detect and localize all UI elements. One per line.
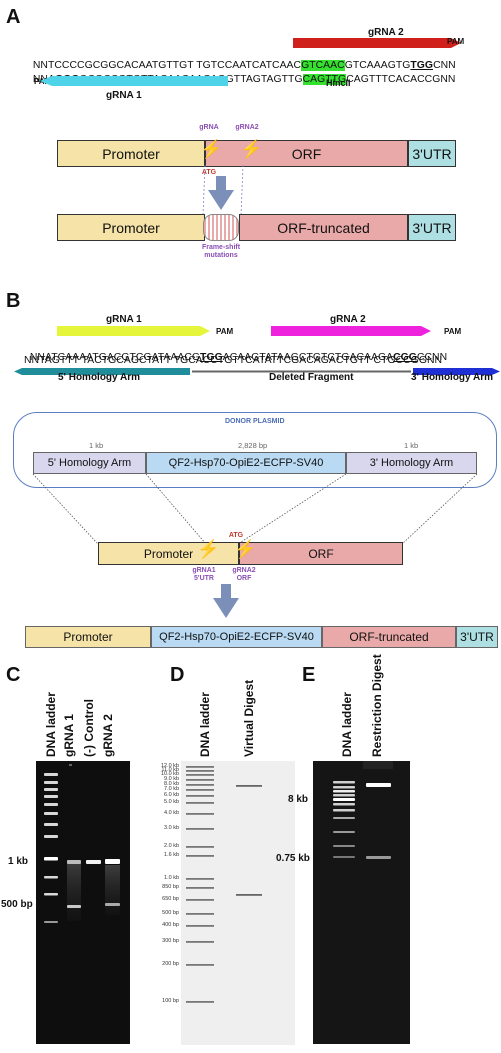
- orf-truncated-box-a2: ORF-truncated: [239, 214, 408, 241]
- dashed-guides-a: [202, 165, 244, 216]
- size-right: 1 kb: [404, 441, 419, 450]
- promoter-box-a1: Promoter: [57, 140, 205, 167]
- orf-box-b: ORF: [239, 542, 403, 565]
- lane-label-e-ladder: DNA ladder: [340, 692, 354, 757]
- grna2-label-a: gRNA 2: [368, 27, 404, 38]
- frameshift-label: Frame-shift mutations: [201, 244, 241, 259]
- size-left: 1 kb: [89, 441, 104, 450]
- marker-8kb-e: 8 kb: [288, 794, 309, 805]
- pam-seq-b2: CGG: [393, 352, 417, 363]
- result-orf-box: ORF-truncated: [322, 626, 456, 648]
- lightning-icon-cut1-a: ⚡: [200, 139, 223, 159]
- gel-image-c: [36, 761, 130, 1044]
- marker-075kb-e: 0.75 kb: [276, 853, 310, 864]
- arm3-label-b: 3' Homology Arm: [411, 372, 494, 383]
- sequence-top-b: NNATCAAAATGACGTCGATAAACGTGGACAAGTATAAGCT…: [29, 352, 448, 363]
- panel-b-letter: B: [6, 290, 21, 312]
- promoter-box-b: Promoter: [98, 542, 239, 565]
- pam-top-a: PAM: [447, 37, 465, 46]
- atg-label-a: ATG: [201, 169, 217, 176]
- cut-label-grna2-a: gRNA2: [235, 124, 259, 131]
- donor-plasmid-title: DONOR PLASMID: [225, 418, 285, 425]
- donor-cassette-box: QF2-Hsp70-OpiE2-ECFP-SV40: [146, 452, 346, 474]
- arm5-label-b: 5' Homology Arm: [58, 372, 141, 383]
- donor-plasmid-outline: [13, 412, 497, 488]
- arrow-down-icon-a: [208, 176, 234, 210]
- arrow-down-icon-b: [213, 584, 239, 618]
- grna2-arrow-b: [271, 326, 431, 336]
- grna1-arrow-b: [57, 326, 210, 336]
- promoter-box-a2: Promoter: [57, 214, 205, 241]
- lane-label-c-grna1: gRNA 1: [62, 714, 76, 757]
- cut-label-grna-a: gRNA: [199, 124, 219, 131]
- lightning-icon-cut1-b: ⚡: [197, 539, 220, 559]
- orf-box-a1: ORF: [205, 140, 408, 167]
- lightning-icon-cut2-a: ⚡: [240, 139, 263, 159]
- grna1-label-a: gRNA 1: [106, 90, 142, 101]
- sequence-bottom-b: NNTAGTTT TACTGCAGCTATT TGCACCTGTTCATATTC…: [24, 355, 443, 366]
- cut-label-grna2-b: gRNA2 ORF: [232, 567, 256, 582]
- utr-box-a1: 3'UTR: [408, 140, 456, 167]
- donor-arm5-box: 5' Homology Arm: [33, 452, 146, 474]
- grna2-label-b: gRNA 2: [330, 314, 366, 325]
- hincii-site-top: GTCAAC: [301, 60, 345, 71]
- grna1-label-b: gRNA 1: [106, 314, 142, 325]
- lane-label-d-ladder: DNA ladder: [198, 692, 212, 757]
- frameshift-region: [203, 214, 239, 241]
- sequence-top-a: NNTCCCCGCGGCACAATGTTGT TGTCCAATCATCAACGT…: [32, 60, 456, 71]
- recombination-lines: [32, 474, 478, 545]
- cut-label-grna1-b: gRNA1 5'UTR: [192, 567, 216, 582]
- pam2-label-b: PAM: [444, 327, 462, 336]
- lightning-icon-cut2-b: ⚡: [234, 539, 257, 559]
- deleted-fragment-label: Deleted Fragment: [269, 372, 354, 383]
- utr-box-a2: 3'UTR: [408, 214, 456, 241]
- result-utr-box: 3'UTR: [456, 626, 498, 648]
- lane-label-c-grna2: gRNA 2: [101, 714, 115, 757]
- lane-label-e-digest: Restriction Digest: [370, 654, 384, 757]
- panel-c-letter: C: [6, 664, 21, 686]
- hincii-label: HincII: [326, 78, 351, 88]
- lane-label-d-virtual: Virtual Digest: [242, 679, 256, 757]
- grna1-arrow-a: [40, 76, 228, 86]
- hincii-site-bottom: CAGTTG: [302, 74, 347, 85]
- panel-a-letter: A: [6, 6, 21, 28]
- virtual-gel-d: [181, 761, 295, 1045]
- result-promoter-box: Promoter: [25, 626, 151, 648]
- homology-arm-arrows-b: [14, 368, 500, 375]
- result-cassette-box: QF2-Hsp70-OpiE2-ECFP-SV40: [151, 626, 322, 648]
- pam-seq-top: TGG: [410, 60, 434, 71]
- size-mid: 2,828 bp: [238, 441, 268, 450]
- lane-label-c-control: (-) Control: [82, 699, 96, 757]
- gel-image-e: [313, 761, 410, 1044]
- lane-label-c-ladder: DNA ladder: [44, 692, 58, 757]
- donor-arm3-box: 3' Homology Arm: [346, 452, 477, 474]
- pam-seq-b1: TGG: [200, 352, 223, 363]
- panel-e-letter: E: [302, 664, 316, 686]
- pam1-label-b: PAM: [216, 327, 234, 336]
- marker-1kb-c: 1 kb: [8, 856, 29, 867]
- atg-label-b: ATG: [228, 532, 244, 539]
- panel-d-letter: D: [170, 664, 185, 686]
- grna2-arrow-a: [293, 38, 461, 48]
- marker-500bp-c: 500 bp: [1, 899, 33, 910]
